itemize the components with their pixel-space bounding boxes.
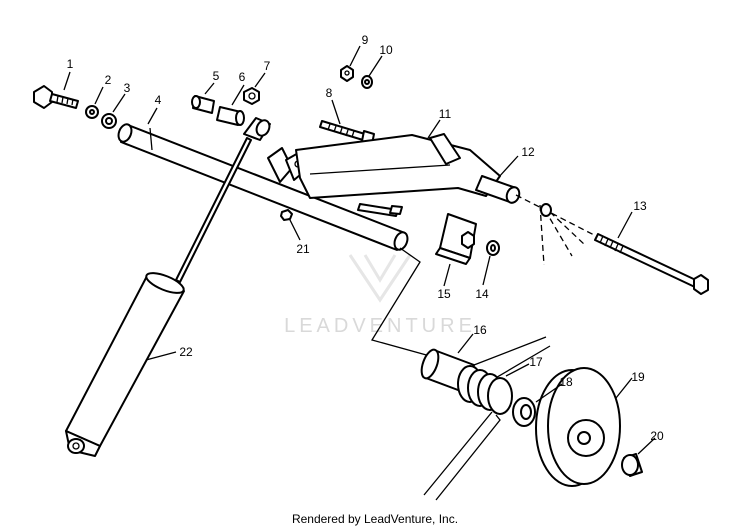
part-3-washer xyxy=(101,113,117,129)
part-11-arm xyxy=(295,133,501,217)
callout-19: 19 xyxy=(631,370,645,384)
part-19-wheel xyxy=(535,367,621,487)
callout-17: 17 xyxy=(529,355,543,369)
callout-20: 20 xyxy=(650,429,664,443)
callout-14: 14 xyxy=(475,287,489,301)
callout-13: 13 xyxy=(633,199,647,213)
axle-leader-line xyxy=(370,247,431,357)
callout-22: 22 xyxy=(179,345,193,359)
callout-11: 11 xyxy=(439,107,452,121)
part-17-spring xyxy=(423,365,513,501)
watermark-logo xyxy=(348,254,412,303)
part-5-bushing xyxy=(191,95,215,114)
callout-18: 18 xyxy=(559,375,573,389)
callout-2: 2 xyxy=(105,73,112,87)
part-20-bushing xyxy=(621,453,643,477)
dashed-leader-13 xyxy=(515,194,597,237)
part-7-nut xyxy=(243,87,260,105)
callout-7: 7 xyxy=(264,59,271,73)
part-22-shock-absorber xyxy=(65,117,271,457)
part-9-nut xyxy=(340,65,354,82)
part-13-long-bolt xyxy=(594,233,709,295)
part-8-bolt xyxy=(319,120,375,145)
part-21-fitting xyxy=(280,209,293,221)
callout-numbers: 1 2 3 4 5 6 7 8 9 10 11 12 13 14 15 16 1… xyxy=(67,33,664,443)
callout-21: 21 xyxy=(296,242,310,256)
part-1-bolt xyxy=(33,85,79,109)
callout-5: 5 xyxy=(213,69,220,83)
part-10-washer xyxy=(361,75,373,89)
callout-1: 1 xyxy=(67,57,74,71)
part-4-rail-tube xyxy=(117,123,409,251)
watermark-text: LEADVENTURE xyxy=(284,315,476,337)
callout-6: 6 xyxy=(239,70,246,84)
part-2-washer xyxy=(85,105,99,119)
callout-4: 4 xyxy=(155,93,162,107)
callout-9: 9 xyxy=(362,33,369,47)
callout-3: 3 xyxy=(124,81,131,95)
part-12-pivot-bushing xyxy=(475,175,521,204)
callout-12: 12 xyxy=(521,145,535,159)
callout-10: 10 xyxy=(379,43,393,57)
callout-16: 16 xyxy=(473,323,487,337)
spacer-ring xyxy=(540,203,552,217)
dashed-leader-12 xyxy=(539,204,586,266)
part-6-bushing xyxy=(216,106,245,126)
callout-leaders xyxy=(63,45,656,455)
part-18-washer xyxy=(512,397,536,427)
footer-credit: Rendered by LeadVenture, Inc. xyxy=(291,512,459,526)
part-15-block xyxy=(435,213,477,265)
callout-8: 8 xyxy=(326,86,333,100)
callout-15: 15 xyxy=(437,287,451,301)
part-14-washer xyxy=(486,240,500,256)
